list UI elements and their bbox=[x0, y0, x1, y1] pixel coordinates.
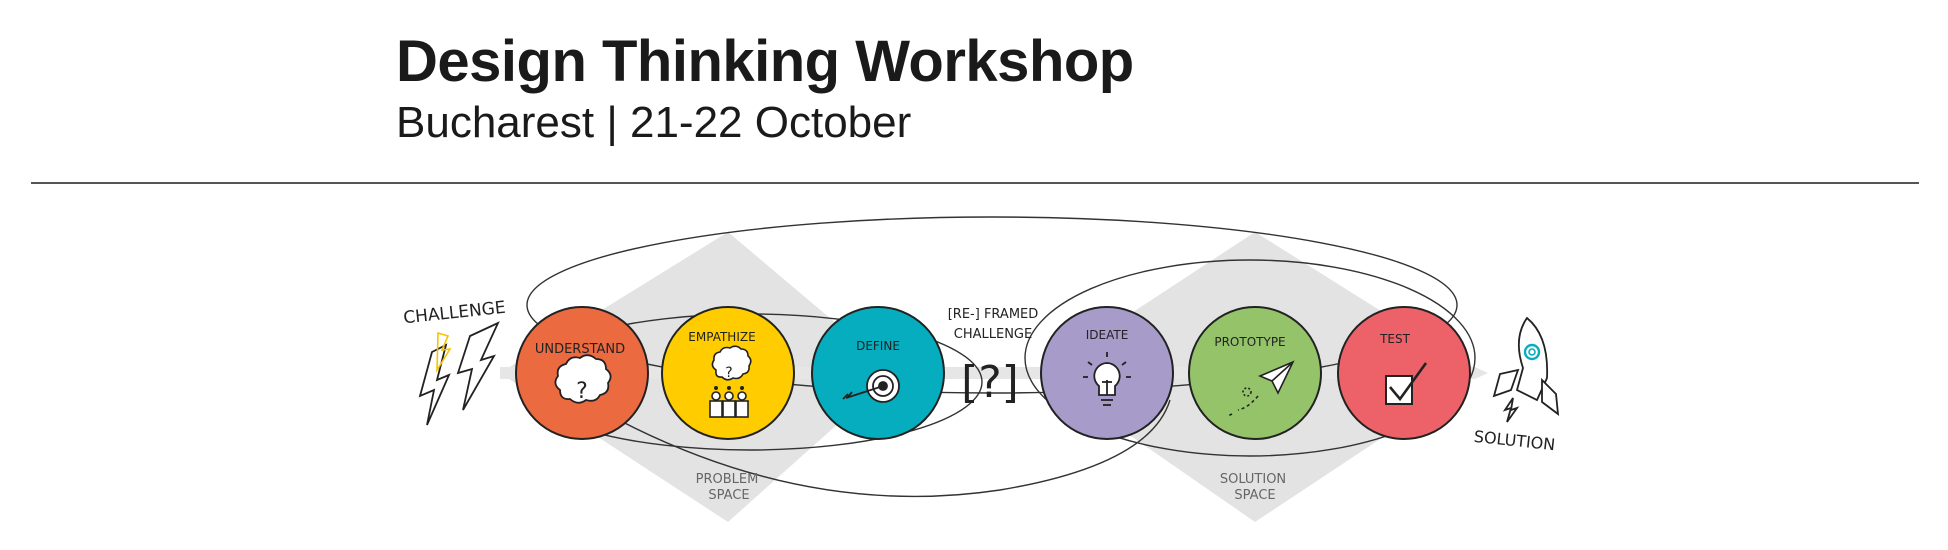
outer-loop-ellipse bbox=[526, 216, 1458, 394]
problem-space-line-2: SPACE bbox=[708, 488, 749, 503]
svg-text:?: ? bbox=[576, 379, 588, 404]
solution-space-line-2: SPACE bbox=[1234, 488, 1275, 503]
brain-question-icon: ? bbox=[554, 354, 612, 404]
rocket-icon bbox=[1492, 316, 1560, 423]
stage-label-define: DEFINE bbox=[856, 339, 900, 353]
solution-label: SOLUTION bbox=[1473, 427, 1556, 454]
stage-label-prototype: PROTOTYPE bbox=[1214, 335, 1285, 349]
reframed-question-symbol: [?] bbox=[961, 357, 1019, 408]
bridge-loop-curve bbox=[599, 399, 1171, 498]
users-thinking-icon: ? bbox=[709, 345, 752, 418]
page-subtitle: Bucharest | 21-22 October bbox=[396, 98, 912, 147]
stage-test[interactable]: TEST bbox=[1337, 306, 1471, 440]
stage-define[interactable]: DEFINE bbox=[811, 306, 945, 440]
stage-label-empathize: EMPATHIZE bbox=[688, 330, 755, 344]
stage-prototype[interactable]: PROTOTYPE bbox=[1188, 306, 1322, 440]
stage-circle-prototype bbox=[1188, 306, 1322, 440]
stage-label-understand: UNDERSTAND bbox=[535, 342, 625, 357]
reframed-challenge-line-1: [RE-] FRAMED bbox=[948, 307, 1039, 322]
stage-understand[interactable]: UNDERSTAND ? bbox=[515, 306, 649, 440]
paper-plane-icon bbox=[1227, 360, 1295, 417]
checkbox-icon bbox=[1385, 362, 1428, 405]
solution-loop-ellipse bbox=[1024, 259, 1476, 457]
solution-space-line-1: SOLUTION bbox=[1220, 472, 1286, 487]
svg-text:?: ? bbox=[725, 365, 732, 381]
challenge-label: CHALLENGE bbox=[402, 298, 506, 329]
header-divider bbox=[31, 182, 1919, 184]
target-arrow-icon bbox=[842, 369, 900, 403]
stage-empathize[interactable]: EMPATHIZE ? bbox=[661, 306, 795, 440]
stage-label-ideate: IDEATE bbox=[1086, 328, 1129, 342]
lightning-icon bbox=[418, 321, 500, 426]
stage-circle-test bbox=[1337, 306, 1471, 440]
stage-label-test: TEST bbox=[1379, 332, 1411, 346]
page-title: Design Thinking Workshop bbox=[396, 29, 1134, 94]
stage-ideate[interactable]: IDEATE bbox=[1040, 306, 1174, 440]
reframed-challenge-line-2: CHALLENGE bbox=[954, 327, 1032, 342]
lightbulb-icon bbox=[1083, 352, 1131, 406]
problem-space-line-1: PROBLEM bbox=[696, 472, 759, 487]
